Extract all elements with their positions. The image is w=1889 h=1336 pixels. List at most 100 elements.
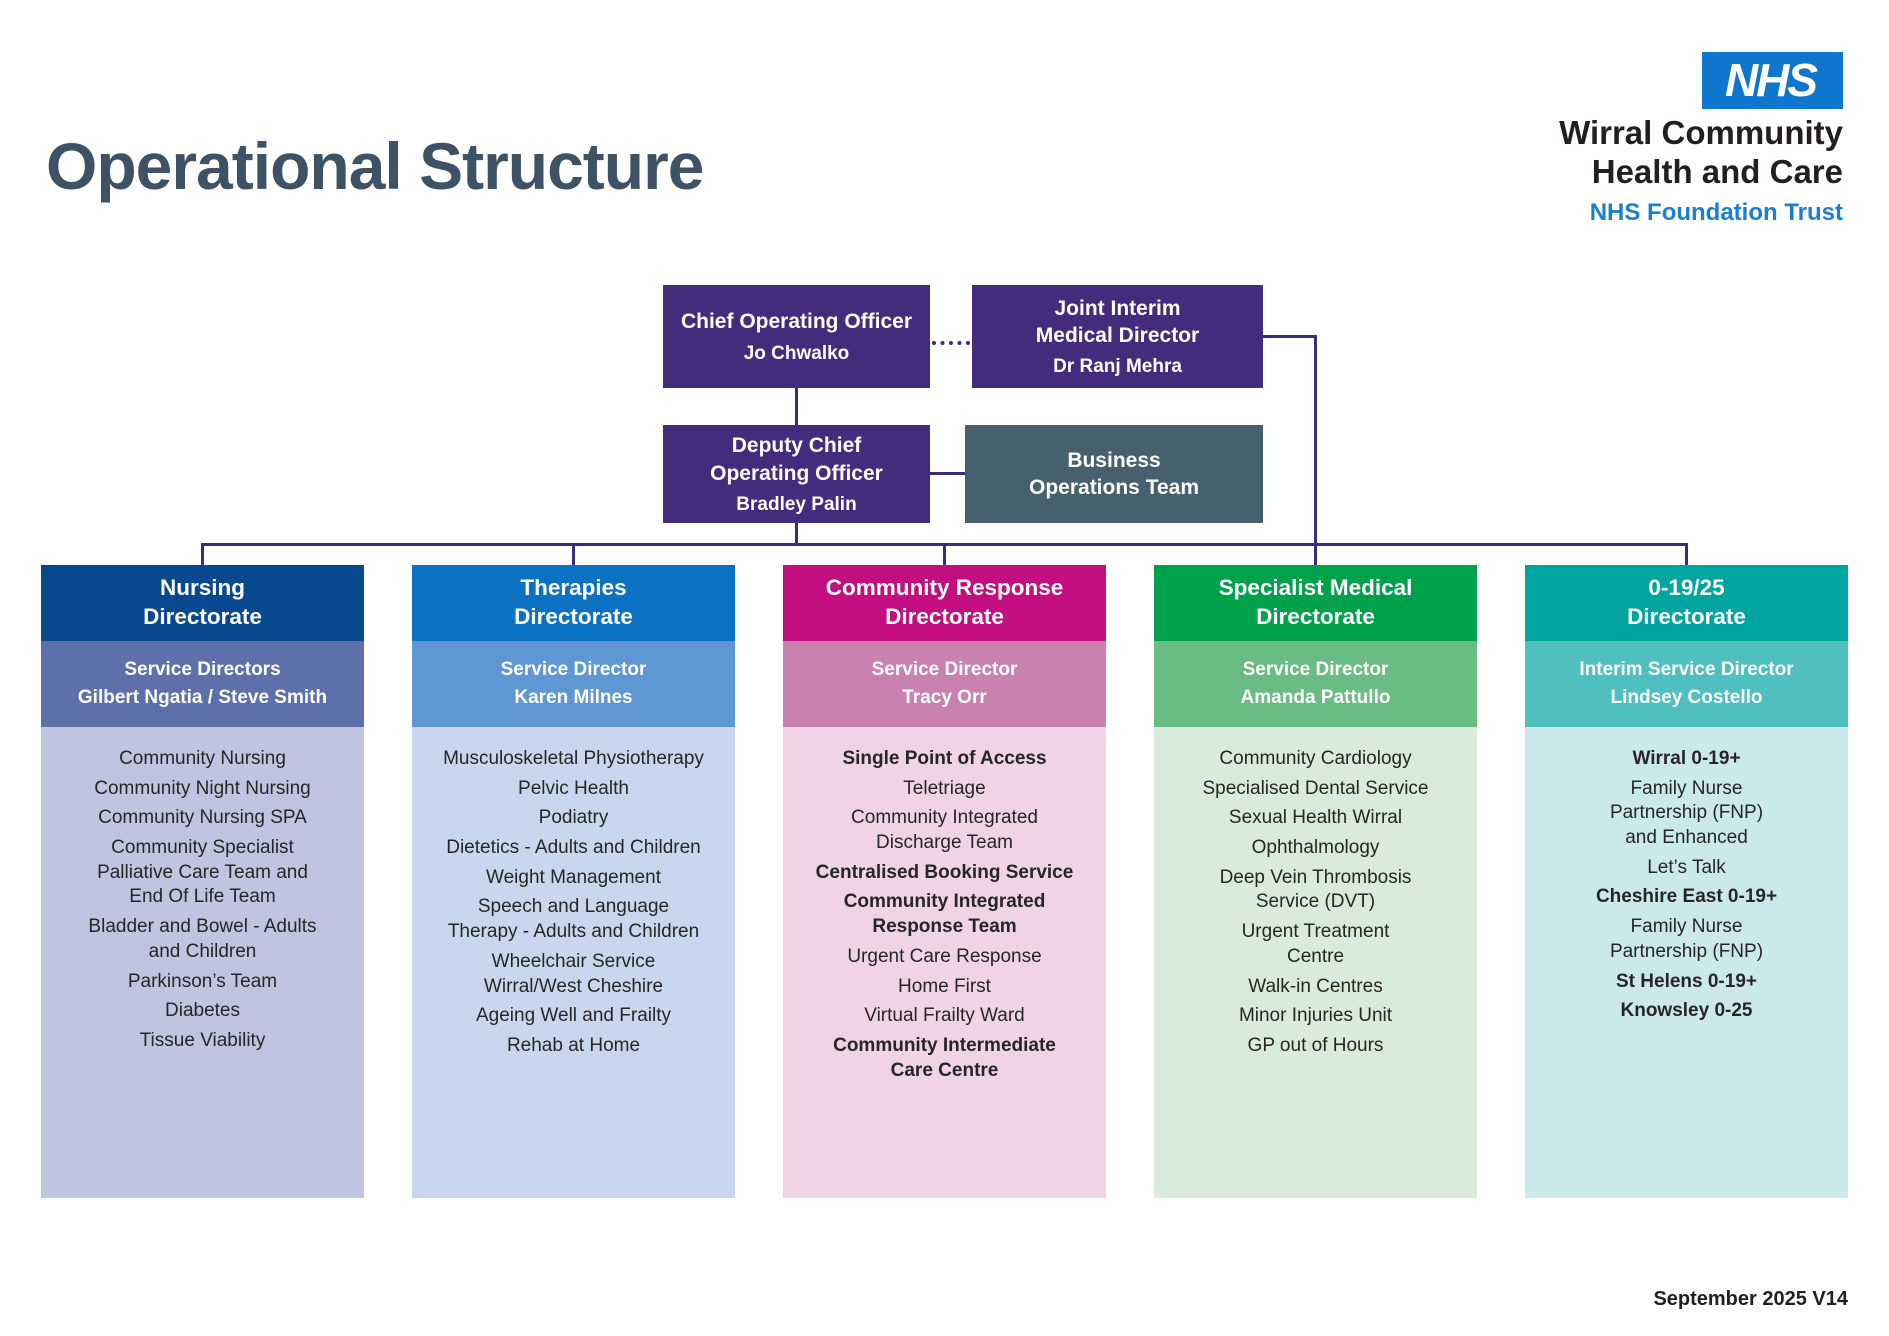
directorate-header: Therapies Directorate bbox=[412, 565, 735, 641]
medical-director-box: Joint Interim Medical Director Dr Ranj M… bbox=[972, 285, 1263, 388]
service-director-role: Service Directors bbox=[124, 658, 281, 680]
nhs-logo-text: NHS bbox=[1724, 54, 1818, 106]
service-director-name: Karen Milnes bbox=[514, 687, 633, 708]
deputy-coo-title: Deputy Chief Operating Officer bbox=[710, 434, 883, 485]
service-item: Wheelchair Service Wirral/West Cheshire bbox=[483, 950, 664, 997]
service-director-role: Service Director bbox=[871, 658, 1018, 680]
version-footer: September 2025 V14 bbox=[1653, 1288, 1848, 1310]
medical-director-name: Dr Ranj Mehra bbox=[1053, 356, 1182, 378]
service-item: Ageing Well and Frailty bbox=[475, 1005, 672, 1027]
service-item: Ophthalmology bbox=[1251, 837, 1380, 859]
service-item: Home First bbox=[898, 975, 991, 997]
service-item: Pelvic Health bbox=[518, 777, 629, 799]
service-item: Specialised Dental Service bbox=[1202, 777, 1429, 799]
directorate-title: Therapies Directorate bbox=[514, 575, 633, 629]
service-item: Community Intermediate Care Centre bbox=[833, 1034, 1056, 1081]
service-item: Cheshire East 0-19+ bbox=[1595, 886, 1778, 908]
service-director-name: Amanda Pattullo bbox=[1240, 687, 1391, 708]
directorate-title: Nursing Directorate bbox=[143, 575, 262, 629]
service-item: Urgent Care Response bbox=[847, 945, 1042, 967]
service-director-role: Interim Service Director bbox=[1579, 658, 1794, 680]
service-item: Dietetics - Adults and Children bbox=[446, 837, 701, 859]
foundation-trust-label: NHS Foundation Trust bbox=[1589, 198, 1843, 226]
organisation-name: Wirral Community Health and Care bbox=[1559, 114, 1843, 190]
directorate-header: 0-19/25 Directorate bbox=[1525, 565, 1848, 641]
service-item: GP out of Hours bbox=[1247, 1034, 1384, 1056]
directorate-title: 0-19/25 Directorate bbox=[1627, 575, 1746, 629]
service-item: Family Nurse Partnership (FNP) bbox=[1609, 916, 1764, 962]
business-operations-box: Business Operations Team bbox=[965, 425, 1263, 523]
service-item: Knowsley 0-25 bbox=[1620, 1000, 1753, 1022]
service-item: Walk-in Centres bbox=[1248, 975, 1383, 997]
connector-md-down bbox=[1314, 335, 1317, 546]
connector-dotted-coo-md bbox=[932, 341, 970, 345]
directorate-header: Specialist Medical Directorate bbox=[1154, 565, 1477, 641]
service-item: Community Nursing bbox=[119, 748, 286, 769]
service-item: Community Nursing SPA bbox=[98, 807, 307, 829]
deputy-coo-box: Deputy Chief Operating Officer Bradley P… bbox=[663, 425, 930, 523]
service-director-role: Service Director bbox=[500, 658, 647, 680]
business-operations-title: Business Operations Team bbox=[1029, 448, 1199, 499]
service-item: Deep Vein Thrombosis Service (DVT) bbox=[1219, 866, 1412, 913]
connector-coo-deputy bbox=[795, 388, 798, 425]
directorate-header: Community Response Directorate bbox=[783, 565, 1106, 641]
connector-deputy-down bbox=[795, 523, 798, 546]
service-item: St Helens 0-19+ bbox=[1616, 970, 1757, 992]
service-item: Teletriage bbox=[903, 777, 986, 799]
service-item: Let’s Talk bbox=[1647, 856, 1726, 878]
service-item: Speech and Language Therapy - Adults and… bbox=[447, 896, 700, 943]
service-item: Community Specialist Palliative Care Tea… bbox=[97, 837, 308, 908]
service-item: Podiatry bbox=[538, 807, 609, 829]
service-item: Weight Management bbox=[486, 866, 661, 888]
service-item: Urgent Treatment Centre bbox=[1241, 921, 1390, 967]
service-director-name: Gilbert Ngatia / Steve Smith bbox=[77, 687, 328, 708]
service-director-name: Lindsey Costello bbox=[1610, 687, 1763, 708]
service-item: Musculoskeletal Physiotherapy bbox=[443, 748, 704, 769]
medical-director-title: Joint Interim Medical Director bbox=[1035, 296, 1200, 347]
service-item: Community Cardiology bbox=[1219, 748, 1412, 769]
nhs-logo: NHS bbox=[1702, 52, 1843, 109]
service-item: Tissue Viability bbox=[139, 1029, 266, 1051]
service-item: Community Integrated Discharge Team bbox=[851, 807, 1038, 854]
service-item: Virtual Frailty Ward bbox=[864, 1005, 1025, 1027]
service-item: Family Nurse Partnership (FNP) and Enhan… bbox=[1609, 777, 1764, 849]
connector-md-right bbox=[1263, 335, 1317, 338]
coo-name: Jo Chwalko bbox=[743, 342, 850, 364]
directorate-title: Community Response Directorate bbox=[825, 575, 1064, 629]
coo-title: Chief Operating Officer bbox=[680, 310, 913, 334]
directorate-title: Specialist Medical Directorate bbox=[1218, 575, 1413, 629]
deputy-coo-name: Bradley Palin bbox=[736, 493, 857, 515]
service-item: Centralised Booking Service bbox=[815, 861, 1074, 883]
nhs-logo-block: NHS Wirral Community Health and Care NHS… bbox=[1559, 52, 1843, 227]
service-item: Wirral 0-19+ bbox=[1632, 748, 1741, 769]
service-item: Sexual Health Wirral bbox=[1228, 807, 1403, 829]
connector-deputy-bizops bbox=[930, 472, 965, 475]
service-item: Community Night Nursing bbox=[94, 777, 311, 799]
service-item: Rehab at Home bbox=[506, 1034, 641, 1056]
service-director-role: Service Director bbox=[1242, 658, 1389, 680]
services-panel: Wirral 0-19+ Family Nurse Partnership (FN… bbox=[1525, 727, 1848, 1198]
chief-operating-officer-box: Chief Operating Officer Jo Chwalko bbox=[663, 285, 930, 388]
service-item: Minor Injuries Unit bbox=[1238, 1005, 1393, 1027]
service-item: Parkinson’s Team bbox=[127, 970, 278, 992]
page-title: Operational Structure bbox=[46, 129, 704, 203]
service-item: Community Integrated Response Team bbox=[843, 891, 1046, 938]
service-director-name: Tracy Orr bbox=[902, 687, 987, 708]
service-item: Bladder and Bowel - Adults and Children bbox=[88, 916, 317, 962]
service-item: Diabetes bbox=[165, 1000, 240, 1022]
